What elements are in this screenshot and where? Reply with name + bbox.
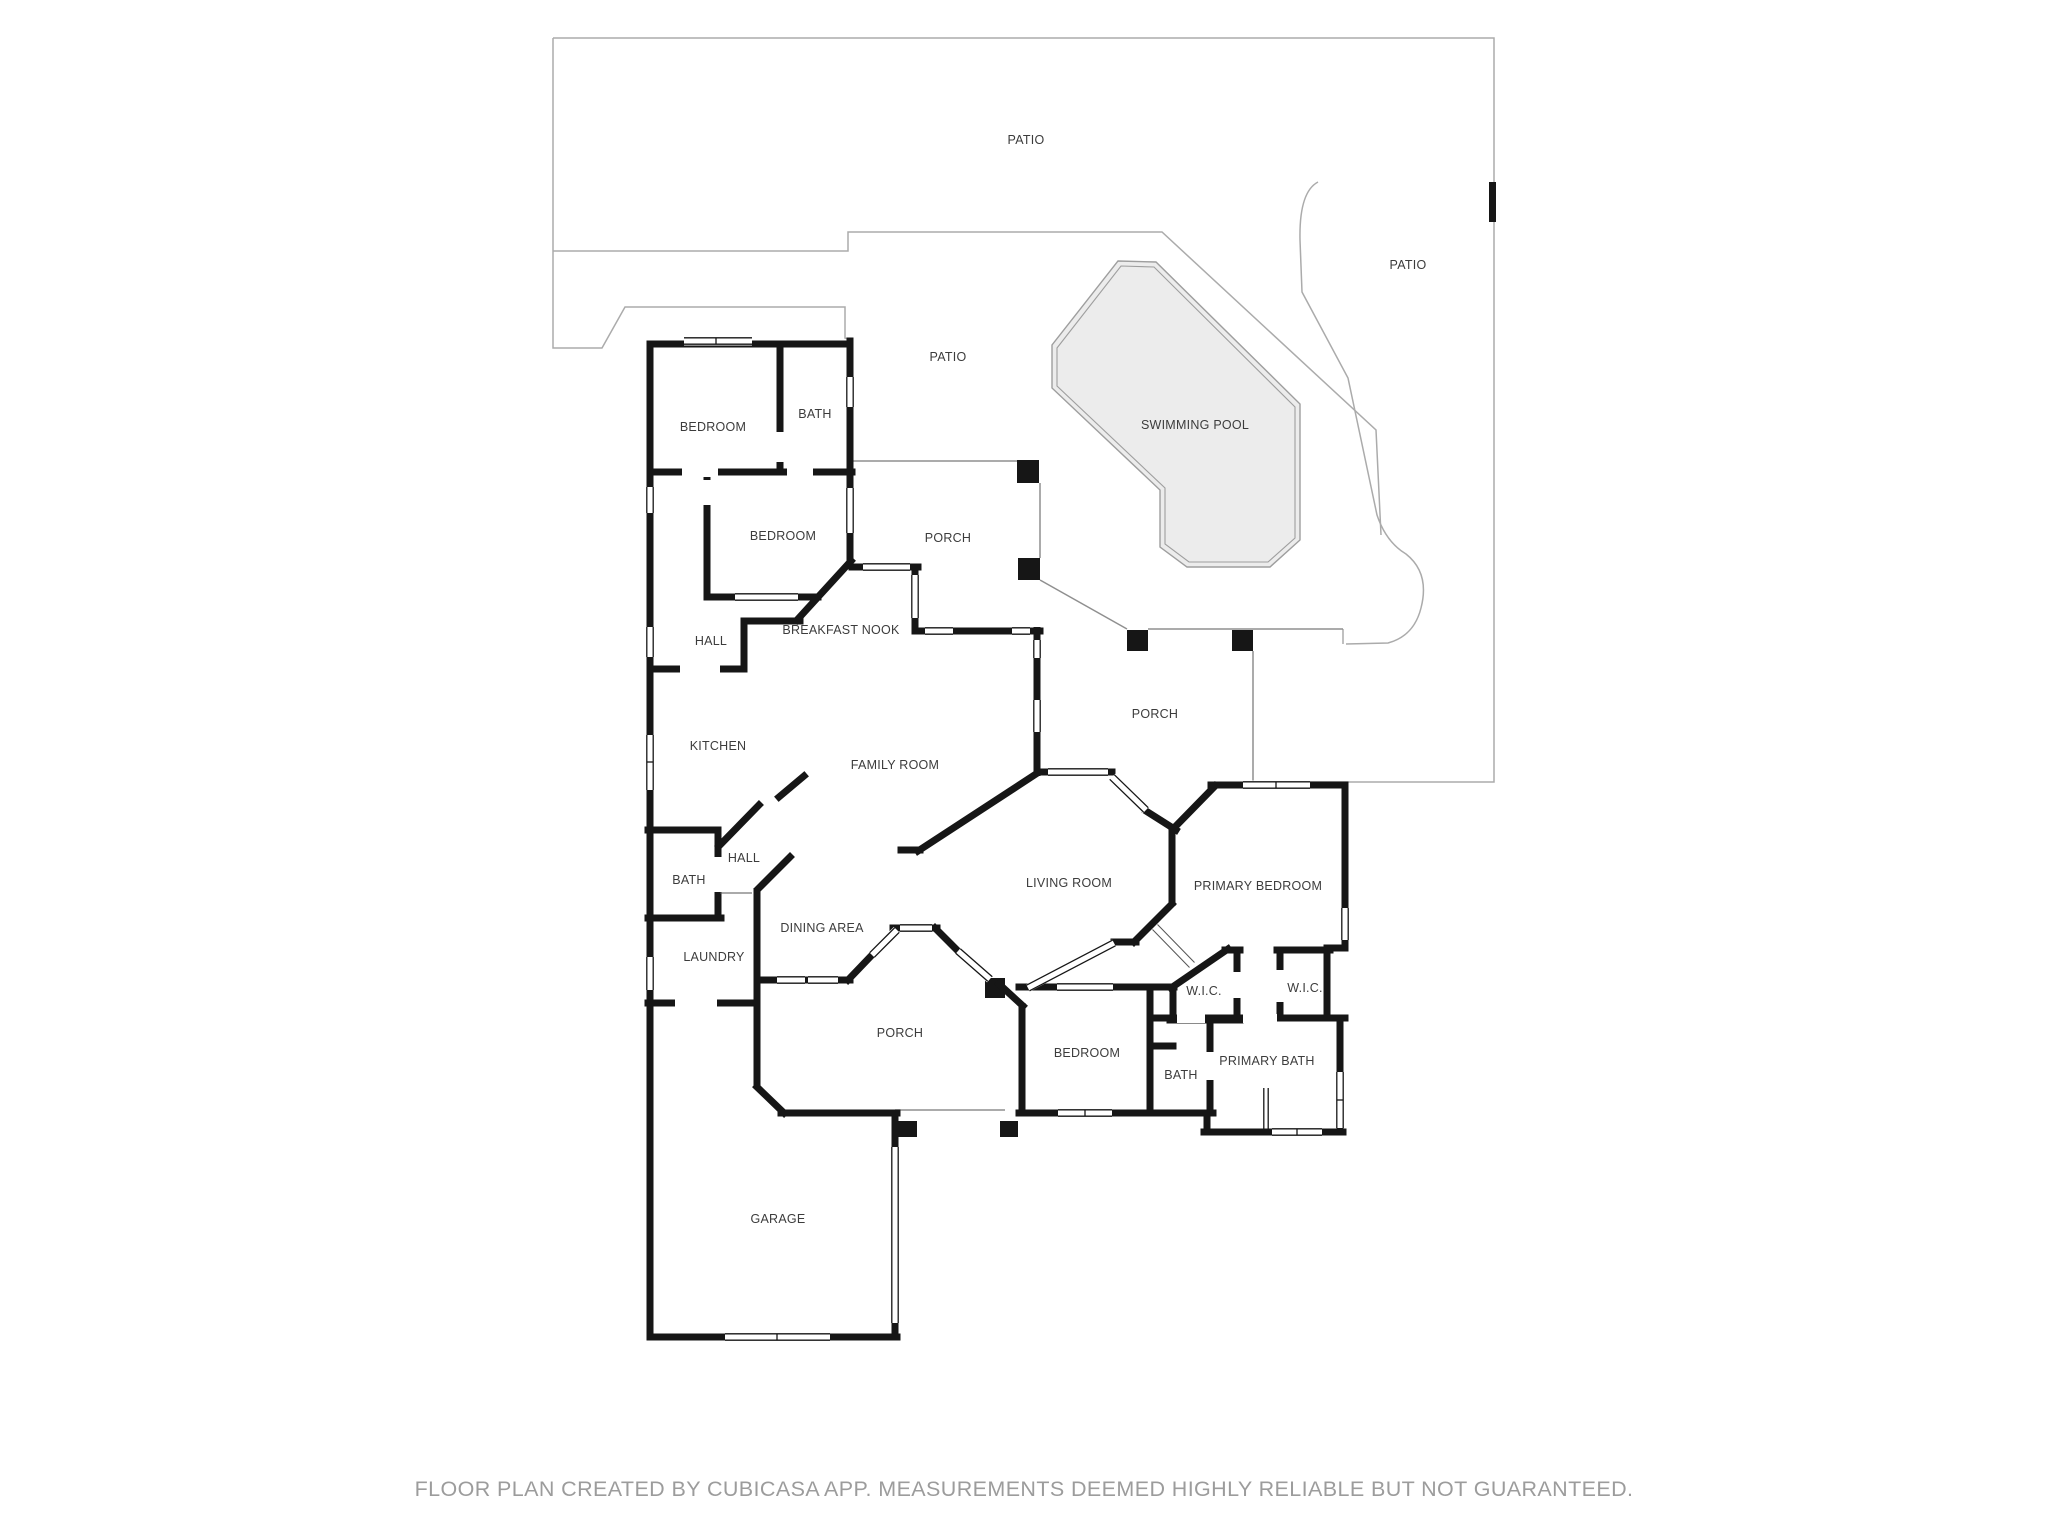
room-label-family-room: FAMILY ROOM bbox=[851, 758, 939, 772]
window-bedroom1-top bbox=[684, 336, 752, 346]
room-label-primary-bedroom: PRIMARY BEDROOM bbox=[1194, 879, 1322, 893]
door-living-to-primary bbox=[1151, 923, 1196, 969]
room-label-hall-upper: HALL bbox=[695, 634, 727, 648]
window-dining-bay-right bbox=[955, 947, 993, 983]
window-livingroom-southwest-diagonal bbox=[1026, 939, 1116, 992]
window-bath1-east bbox=[845, 377, 855, 407]
room-label-bedroom-2: BEDROOM bbox=[750, 529, 816, 543]
swimming-pool-shape bbox=[1051, 260, 1301, 568]
room-label-bath-1: BATH bbox=[798, 407, 831, 421]
window-primarybath-east bbox=[1335, 1072, 1345, 1128]
window-dining-south-2 bbox=[808, 975, 838, 985]
room-label-bath-2: BATH bbox=[672, 873, 705, 887]
footer-disclaimer: FLOOR PLAN CREATED BY CUBICASA APP. MEAS… bbox=[415, 1477, 1634, 1501]
room-label-wic-1: W.I.C. bbox=[1186, 984, 1222, 998]
window-bedroom3-north bbox=[1057, 982, 1113, 992]
window-livingroom-bay-diagonal bbox=[1108, 773, 1150, 814]
window-dining-bay-top bbox=[900, 923, 932, 933]
window-garage-door bbox=[725, 1332, 830, 1342]
room-label-primary-bath: PRIMARY BATH bbox=[1219, 1054, 1314, 1068]
room-label-dining-area: DINING AREA bbox=[780, 921, 864, 935]
room-label-garage: GARAGE bbox=[751, 1212, 806, 1226]
window-kitchen-west bbox=[645, 735, 655, 790]
room-label-hall-lower: HALL bbox=[728, 851, 760, 865]
window-bedroom2-south bbox=[735, 592, 798, 602]
porch-pillar bbox=[1000, 1121, 1018, 1137]
room-label-swimming-pool: SWIMMING POOL bbox=[1141, 418, 1249, 432]
room-label-porch-c: PORCH bbox=[877, 1026, 923, 1040]
window-bedroom2-east bbox=[845, 488, 855, 533]
window-laundry-west bbox=[645, 957, 655, 990]
window-nook-east bbox=[910, 575, 920, 618]
window-bedroom3-south bbox=[1058, 1108, 1112, 1118]
porch-pillar bbox=[1018, 558, 1040, 580]
room-labels: PATIO PATIO PATIO SWIMMING POOL BEDROOM … bbox=[672, 133, 1426, 1226]
window-livingroom-north bbox=[1048, 767, 1108, 777]
window-familyroom-north-1 bbox=[925, 626, 953, 636]
partition-primarybath-toilet bbox=[1263, 1088, 1269, 1130]
room-label-porch-a: PORCH bbox=[925, 531, 971, 545]
window-primary-north bbox=[1243, 780, 1310, 790]
window-dining-bay-left bbox=[868, 926, 901, 959]
room-label-breakfast-nook: BREAKFAST NOOK bbox=[782, 623, 900, 637]
window-hall-upper-west bbox=[645, 627, 655, 657]
window-primary-east bbox=[1340, 908, 1350, 940]
window-hall-west bbox=[645, 487, 655, 513]
window-garage-east-opening bbox=[891, 1147, 899, 1323]
room-label-kitchen: KITCHEN bbox=[690, 739, 747, 753]
room-label-patio-top: PATIO bbox=[1008, 133, 1045, 147]
window-dining-south-1 bbox=[777, 975, 805, 985]
room-label-wic-2: W.I.C. bbox=[1287, 981, 1323, 995]
window-familyroom-east-2 bbox=[1032, 700, 1042, 732]
room-label-patio-right: PATIO bbox=[1390, 258, 1427, 272]
room-label-bedroom-1: BEDROOM bbox=[680, 420, 746, 434]
patio-boundaries bbox=[552, 37, 1496, 783]
room-label-living-room: LIVING ROOM bbox=[1026, 876, 1112, 890]
room-label-bedroom-3: BEDROOM bbox=[1054, 1046, 1120, 1060]
porch-pillar bbox=[895, 1121, 917, 1137]
room-label-laundry: LAUNDRY bbox=[683, 950, 745, 964]
porch-pillar bbox=[1017, 460, 1039, 483]
window-nook-north bbox=[863, 562, 910, 572]
window-familyroom-east-1 bbox=[1032, 640, 1042, 658]
window-familyroom-north-2 bbox=[1012, 626, 1030, 636]
room-label-porch-b: PORCH bbox=[1132, 707, 1178, 721]
room-label-bath-3: BATH bbox=[1164, 1068, 1197, 1082]
windows bbox=[645, 336, 1350, 1342]
door-openings bbox=[675, 432, 1285, 1080]
window-primarybath-south bbox=[1272, 1127, 1322, 1137]
patio-wall-stub bbox=[1489, 182, 1496, 222]
room-label-patio-mid: PATIO bbox=[930, 350, 967, 364]
porch-pillar bbox=[1127, 630, 1148, 651]
porch-pillar bbox=[1232, 630, 1253, 651]
